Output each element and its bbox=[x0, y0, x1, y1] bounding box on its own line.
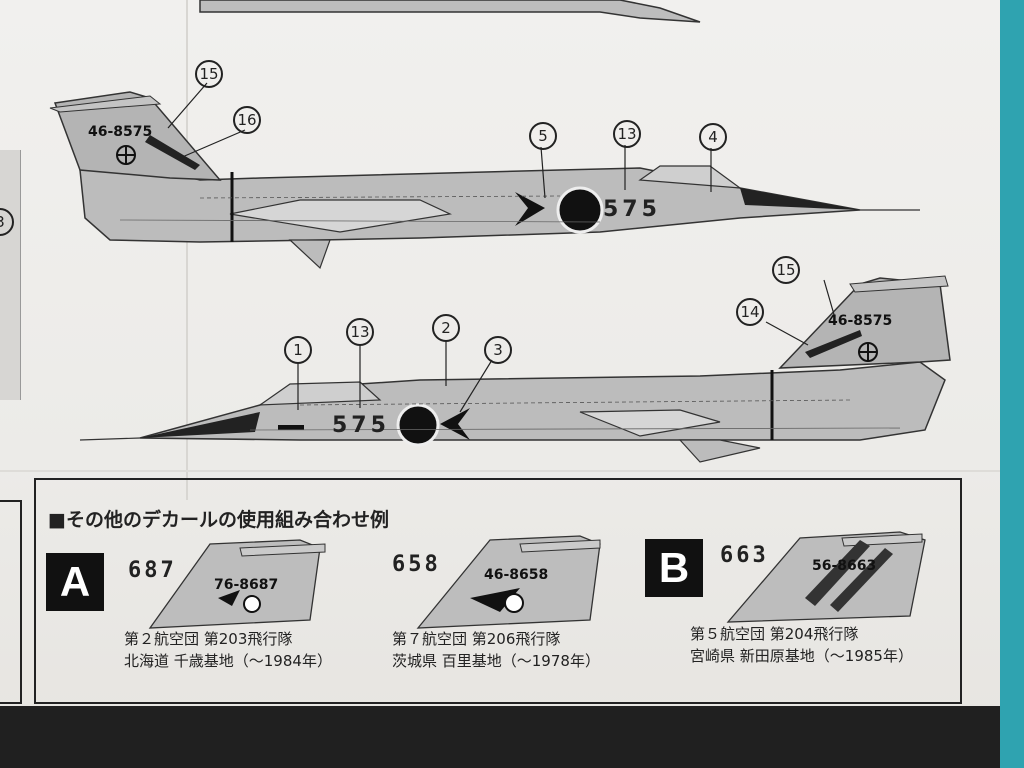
decal-combination-box bbox=[34, 478, 962, 704]
group-658-number: 658 bbox=[392, 552, 441, 577]
group-a-unit-line2: 北海道 千歳基地（～1984年） bbox=[124, 652, 332, 670]
combo-box-title: ■その他のデカールの使用組み合わせ例 bbox=[48, 509, 389, 531]
group-658-unit-line1: 第７航空団 第206飛行隊 bbox=[392, 630, 561, 648]
upper-callout-5: 5 bbox=[529, 122, 557, 150]
badge-a: A bbox=[46, 553, 104, 611]
fold-line-vertical bbox=[186, 0, 188, 500]
adjacent-box-fragment bbox=[0, 500, 22, 704]
upper-callout-13: 13 bbox=[613, 120, 641, 148]
tail-sketch-c bbox=[726, 531, 926, 623]
group-b-number: 663 bbox=[720, 543, 769, 568]
aircraft-drawings bbox=[0, 0, 1000, 761]
group-b-unit-line2: 宮崎県 新田原基地（～1985年） bbox=[690, 647, 913, 665]
tail-sketch-b bbox=[416, 535, 601, 629]
lower-callout-2: 2 bbox=[432, 314, 460, 342]
upper-callout-4: 4 bbox=[699, 123, 727, 151]
upper-aircraft bbox=[49, 82, 920, 270]
group-a-unit-line1: 第２航空団 第203飛行隊 bbox=[124, 630, 293, 648]
group-b-tail-code: 56-8663 bbox=[812, 558, 877, 574]
lower-callout-1: 1 bbox=[284, 336, 312, 364]
upper-tail-code: 46-8575 bbox=[88, 124, 153, 140]
lower-tail-code: 46-8575 bbox=[828, 313, 893, 329]
partial-aircraft-top bbox=[199, 0, 701, 23]
lower-callout-13: 13 bbox=[346, 318, 374, 346]
lower-aircraft bbox=[79, 275, 951, 463]
group-a-tail-code: 76-8687 bbox=[214, 577, 279, 593]
lower-fuselage-number: 575 bbox=[332, 413, 390, 438]
tail-sketch-a bbox=[148, 539, 326, 629]
fold-line-horizontal bbox=[0, 470, 1000, 472]
upper-callout-16: 16 bbox=[233, 106, 261, 134]
group-658-unit-line2: 茨城県 百里基地（～1978年） bbox=[392, 652, 600, 670]
lower-callout-3: 3 bbox=[484, 336, 512, 364]
group-658-tail-code: 46-8658 bbox=[484, 567, 549, 583]
upper-callout-15: 15 bbox=[195, 60, 223, 88]
group-b-unit-line1: 第５航空団 第204飛行隊 bbox=[690, 625, 859, 643]
lower-callout-15: 15 bbox=[772, 256, 800, 284]
upper-fuselage-number: 575 bbox=[603, 197, 661, 222]
instruction-sheet: 3 bbox=[0, 0, 1000, 768]
bottom-dark-strip bbox=[0, 706, 1000, 768]
badge-b: B bbox=[645, 539, 703, 597]
group-a-number: 687 bbox=[128, 558, 177, 583]
lower-callout-14: 14 bbox=[736, 298, 764, 326]
